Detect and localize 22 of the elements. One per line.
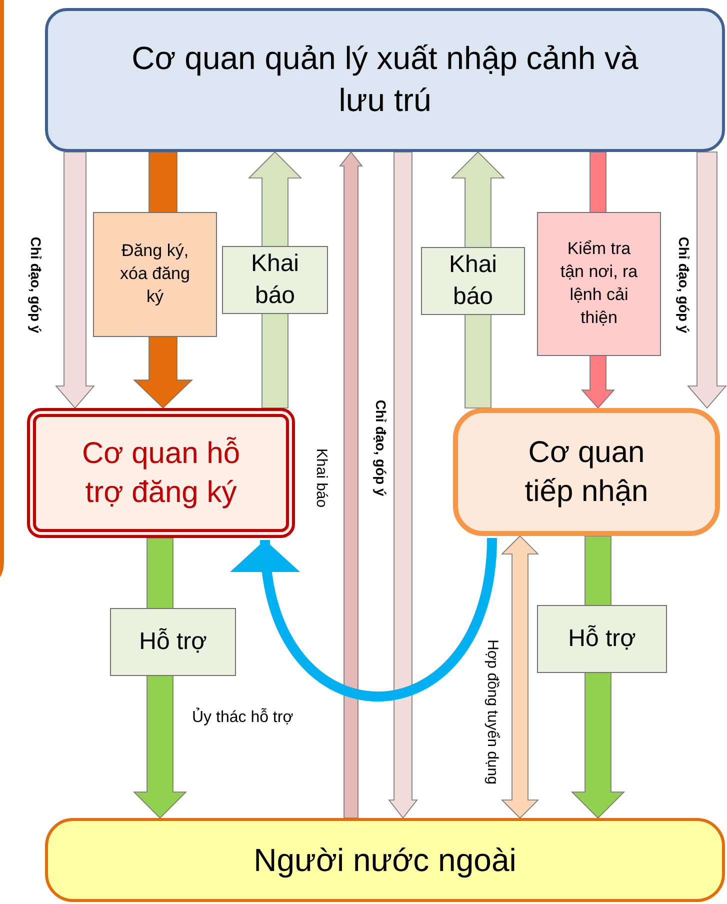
curved-arrow — [233, 538, 497, 702]
edge-label: Khai báo — [421, 247, 525, 315]
edge-label: Hợp đồng tuyển dụng — [484, 638, 500, 786]
block-arrow — [388, 152, 418, 819]
edge-label: Ủy thác hỗ trợ — [192, 706, 294, 728]
edge-label: Đăng ký, xóa đăng ký — [93, 212, 217, 337]
block-arrow — [501, 535, 539, 819]
edge-label: Kiểm tra tận nơi, ra lệnh cải thiện — [537, 212, 661, 356]
receiving-organization-box: Cơ quan tiếp nhận — [453, 408, 720, 536]
edge-label: Chỉ đạo, góp ý — [27, 236, 43, 336]
block-arrow — [55, 152, 95, 409]
edge-label: Khai báo — [313, 447, 329, 510]
edge-label: Chỉ đạo, góp ý — [372, 398, 388, 498]
support-organization-box: Cơ quan hỗ trợ đăng ký — [27, 408, 295, 538]
authority-box: Cơ quan quản lý xuất nhập cảnh và lưu trú — [45, 8, 725, 152]
block-arrow — [339, 151, 363, 818]
foreigner-box: Người nước ngoài — [45, 818, 725, 902]
edge-label: Chỉ đạo, góp ý — [675, 236, 691, 336]
edge-label: Khai báo — [222, 246, 328, 314]
block-arrow — [687, 152, 727, 409]
edge-label: Hỗ trợ — [537, 605, 667, 673]
edge-label: Hỗ trợ — [110, 608, 236, 676]
